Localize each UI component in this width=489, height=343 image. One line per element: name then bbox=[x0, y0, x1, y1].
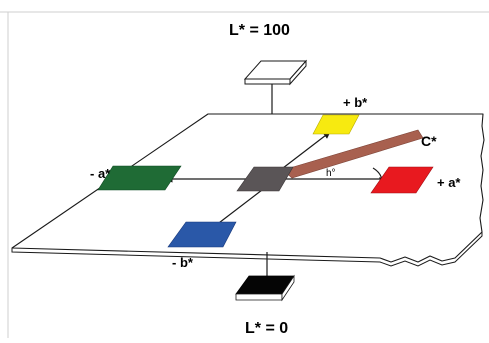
blue-patch bbox=[167, 221, 237, 248]
black-patch-edge bbox=[281, 274, 295, 302]
label-minus-a: - a* bbox=[90, 166, 111, 181]
white-patch-side bbox=[244, 78, 291, 85]
green-patch bbox=[97, 165, 182, 191]
white-patch-edge bbox=[289, 59, 307, 86]
gray-patch bbox=[236, 166, 294, 192]
label-l-top: L* = 100 bbox=[229, 22, 290, 39]
label-chroma: C* bbox=[421, 133, 437, 149]
red-patch bbox=[370, 166, 434, 194]
white-patch bbox=[243, 59, 308, 86]
chroma-wedge bbox=[282, 129, 424, 179]
label-plus-a: + a* bbox=[437, 175, 461, 190]
black-patch bbox=[235, 274, 295, 302]
label-minus-b: - b* bbox=[172, 255, 194, 270]
label-hue: h° bbox=[326, 168, 336, 179]
plane-front-thickness bbox=[11, 232, 483, 267]
yellow-patch bbox=[312, 114, 360, 135]
b-axis-positive bbox=[282, 131, 331, 169]
black-patch-side bbox=[235, 293, 283, 301]
label-plus-b: + b* bbox=[343, 95, 368, 110]
label-l-bottom: L* = 0 bbox=[245, 320, 288, 337]
